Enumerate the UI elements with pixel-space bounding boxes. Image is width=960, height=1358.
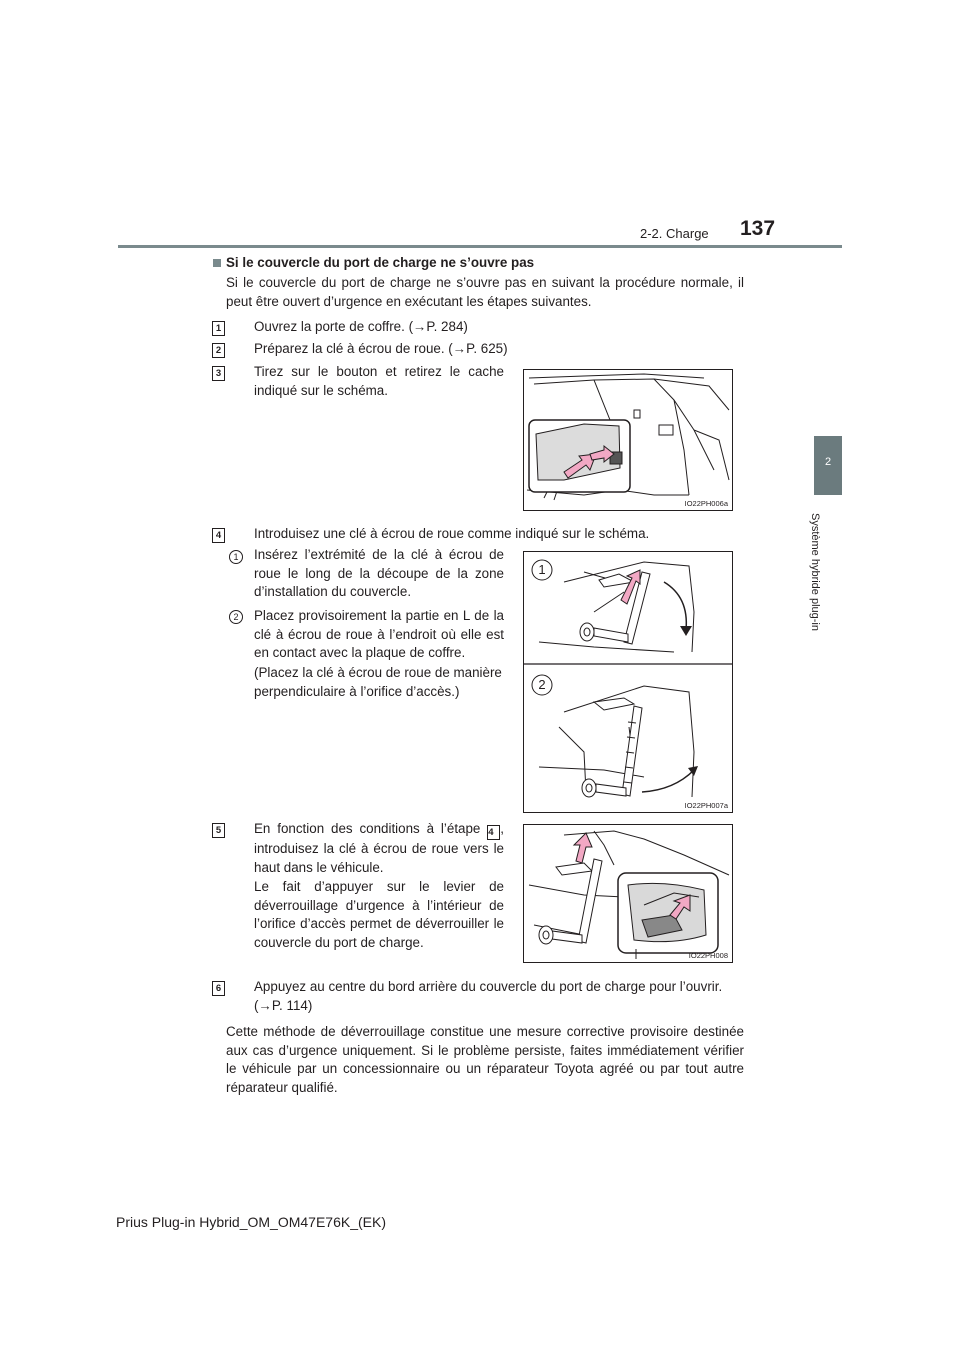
substep-text: Insérez l’extrémité de la clé à écrou de… xyxy=(254,547,504,600)
step-number: 4 xyxy=(212,528,225,543)
figure-code: IO22PH006a xyxy=(684,499,728,508)
section-heading: Si le couvercle du port de charge ne s’o… xyxy=(226,255,535,270)
figure-label: 1 xyxy=(538,562,546,577)
step-text: Tirez sur le bouton et retirez le cache … xyxy=(254,364,504,398)
substep-note: (Placez la clé à écrou de roue de manièr… xyxy=(254,665,502,699)
step-text: Préparez la clé à écrou de roue. (→P. 62… xyxy=(254,341,508,356)
header-section: 2-2. Charge xyxy=(640,226,709,241)
step-number: 2 xyxy=(212,343,225,358)
page-number: 137 xyxy=(740,217,776,240)
figure-charge-cover: IO22PH006a xyxy=(523,369,733,511)
closing-paragraph: Cette méthode de déverrouillage constitu… xyxy=(226,1024,744,1095)
step-text-after: , introduisez la clé à écrou de roue ver… xyxy=(254,821,504,875)
step-note: Le fait d’appuyer sur le levier de déver… xyxy=(254,879,504,950)
step-number: 5 xyxy=(212,823,225,838)
substep-text: Placez provisoirement la partie en L de … xyxy=(254,608,504,661)
figure-code: IO22PH008 xyxy=(688,951,728,960)
step-number: 6 xyxy=(212,981,225,996)
step-text: Ouvrez la porte de coffre. (→P. 284) xyxy=(254,319,468,334)
step-text-before: En fonction des conditions à l’étape xyxy=(254,821,481,836)
header-rule xyxy=(118,245,842,248)
step-text: Appuyez au centre du bord arrière du cou… xyxy=(254,979,723,1013)
chapter-tab xyxy=(814,436,842,495)
section-bullet xyxy=(213,259,221,267)
figure-wrench-insertion: 1 2 IO22PH007a xyxy=(523,551,733,813)
step-text: En fonction des conditions à l’étape 4, … xyxy=(254,820,504,877)
substep-number: 1 xyxy=(229,550,243,564)
chapter-title: Système hybride plug-in xyxy=(809,512,821,631)
substep-number: 2 xyxy=(229,610,243,624)
chapter-number: 2 xyxy=(824,456,832,468)
figure-label: 2 xyxy=(538,677,546,692)
figure-code: IO22PH007a xyxy=(684,801,728,810)
intro-paragraph: Si le couvercle du port de charge ne s’o… xyxy=(226,275,744,309)
step-number: 1 xyxy=(212,321,225,336)
step-text: Introduisez une clé à écrou de roue comm… xyxy=(254,526,650,541)
figure-emergency-lever: IO22PH008 xyxy=(523,824,733,963)
step-reference: 4 xyxy=(487,825,501,840)
step-number: 3 xyxy=(212,366,225,381)
manual-id: Prius Plug-in Hybrid_OM_OM47E76K_(EK) xyxy=(116,1214,386,1230)
